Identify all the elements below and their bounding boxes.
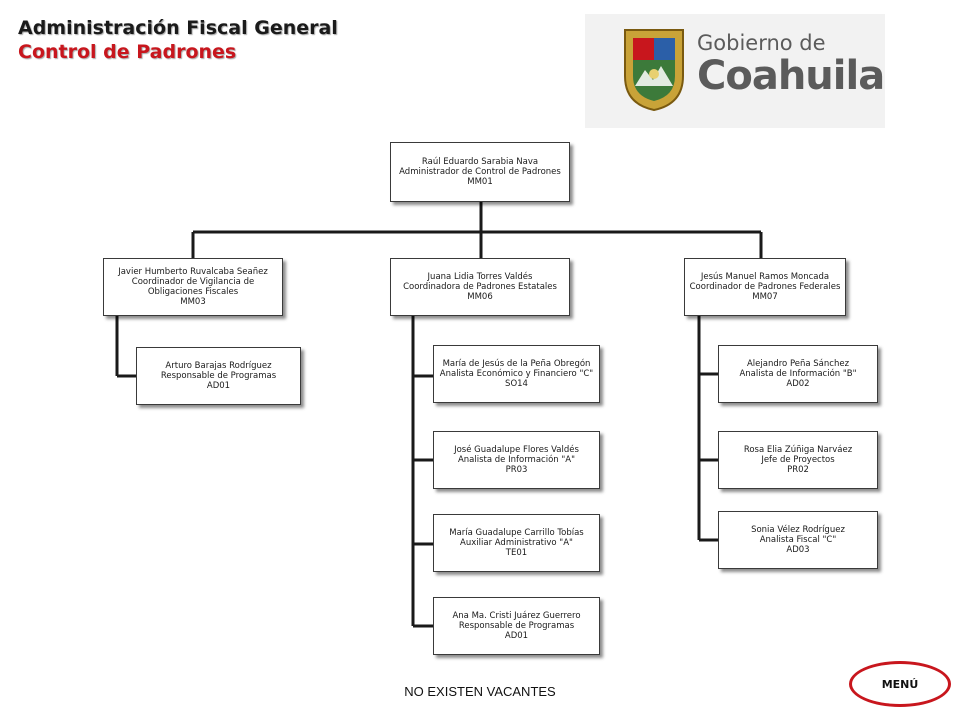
person-name: María Guadalupe Carrillo Tobías	[449, 528, 584, 538]
person-name: José Guadalupe Flores Valdés	[454, 445, 579, 455]
person-name: Sonia Vélez Rodríguez	[751, 525, 845, 535]
person-name: Ana Ma. Cristi Juárez Guerrero	[452, 611, 581, 621]
page-title: Administración Fiscal General	[18, 17, 338, 39]
person-code: MM07	[752, 292, 778, 302]
person-name: Arturo Barajas Rodríguez	[165, 361, 272, 371]
person-name: María de Jesús de la Peña Obregón	[442, 359, 591, 369]
page-subtitle: Control de Padrones	[18, 41, 237, 63]
person-code: AD01	[504, 631, 529, 641]
header-titles: Administración Fiscal General Control de…	[18, 16, 338, 64]
person-code: MM01	[467, 177, 493, 187]
person-code: AD01	[206, 381, 231, 391]
person-name: Raúl Eduardo Sarabia Nava	[421, 157, 539, 167]
menu-button[interactable]: MENÚ	[849, 661, 951, 707]
org-box-coordinator-vigilancia: Javier Humberto Ruvalcaba Seañez Coordin…	[103, 258, 283, 316]
person-code: SO14	[505, 379, 528, 389]
person-title: Coordinador de Padrones Federales	[689, 282, 841, 292]
coat-of-arms-icon	[624, 29, 684, 112]
person-title: Analista Económico y Financiero "C"	[439, 369, 594, 379]
org-box-staff: Sonia Vélez Rodríguez Analista Fiscal "C…	[718, 511, 878, 569]
person-title: Analista Fiscal "C"	[759, 535, 837, 545]
person-code: AD03	[786, 545, 810, 555]
org-box-director: Raúl Eduardo Sarabia Nava Administrador …	[390, 142, 570, 202]
person-name: Juana Lidia Torres Valdés	[427, 272, 533, 282]
org-box-staff: María Guadalupe Carrillo Tobías Auxiliar…	[433, 514, 600, 572]
org-box-staff: Rosa Elia Zúñiga Narváez Jefe de Proyect…	[718, 431, 878, 489]
person-title: Jefe de Proyectos	[761, 455, 835, 465]
org-box-staff: Ana Ma. Cristi Juárez Guerrero Responsab…	[433, 597, 600, 655]
government-logo: Gobierno de Coahuila	[585, 14, 885, 128]
person-code: AD02	[786, 379, 810, 389]
logo-small-text: Gobierno de	[697, 31, 826, 55]
logo-wordmark: Gobierno de Coahuila	[697, 30, 885, 99]
person-name: Jesús Manuel Ramos Moncada	[700, 272, 830, 282]
person-title: Coordinadora de Padrones Estatales	[403, 282, 557, 292]
person-code: MM06	[467, 292, 493, 302]
org-box-staff: María de Jesús de la Peña Obregón Analis…	[433, 345, 600, 403]
org-box-staff: Arturo Barajas Rodríguez Responsable de …	[136, 347, 301, 405]
org-box-staff: Alejandro Peña Sánchez Analista de Infor…	[718, 345, 878, 403]
person-title: Obligaciones Fiscales	[147, 287, 239, 297]
person-code: PR02	[787, 465, 809, 475]
person-title: Analista de Información "A"	[457, 455, 575, 465]
person-title: Responsable de Programas	[160, 371, 277, 381]
person-code: TE01	[505, 548, 528, 558]
org-box-coordinator-federales: Jesús Manuel Ramos Moncada Coordinador d…	[684, 258, 846, 316]
person-title: Analista de Información "B"	[739, 369, 857, 379]
vacancies-note: NO EXISTEN VACANTES	[404, 684, 556, 699]
person-title: Auxiliar Administrativo "A"	[460, 538, 573, 548]
org-box-coordinator-estatales: Juana Lidia Torres Valdés Coordinadora d…	[390, 258, 570, 316]
person-name: Javier Humberto Ruvalcaba Seañez	[118, 267, 268, 277]
person-name: Alejandro Peña Sánchez	[746, 359, 850, 369]
logo-big-text: Coahuila	[697, 53, 885, 99]
person-title: Coordinador de Vigilancia de	[131, 277, 255, 287]
org-box-staff: José Guadalupe Flores Valdés Analista de…	[433, 431, 600, 489]
person-code: MM03	[180, 297, 206, 307]
person-title: Responsable de Programas	[458, 621, 575, 631]
person-title: Administrador de Control de Padrones	[399, 167, 561, 177]
person-code: PR03	[505, 465, 528, 475]
person-name: Rosa Elia Zúñiga Narváez	[743, 445, 853, 455]
